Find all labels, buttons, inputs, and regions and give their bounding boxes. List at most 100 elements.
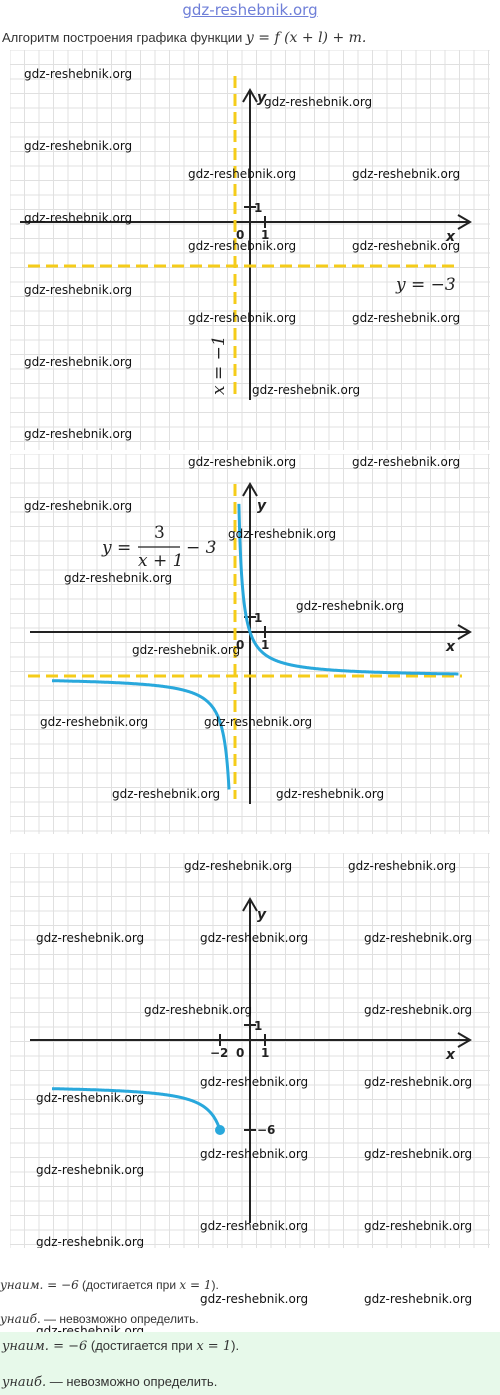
min-value: = −6	[48, 1339, 88, 1354]
function-numerator: 3	[154, 523, 165, 543]
y-axis-arrow	[242, 88, 258, 103]
watermark: gdz-reshebnik.org	[24, 67, 132, 81]
watermark: gdz-reshebnik.org	[24, 211, 132, 225]
min-x: x = 1	[196, 1339, 232, 1354]
max-rest: — невозможно определить.	[46, 1374, 218, 1389]
asymptote-v-label: x = −1	[209, 335, 229, 395]
answer-max-line: yнаиб. — невозможно определить.	[0, 1312, 199, 1326]
min-symbol: yнаим.	[2, 1339, 49, 1354]
watermark: gdz-reshebnik.org	[364, 1147, 472, 1161]
tick-y-1-label: 1	[254, 201, 262, 215]
graph-panel-hyperbola: x y 0 1 1 y = 3 x + 1 − 3 gdz-reshebnik.…	[10, 454, 490, 834]
watermarks: gdz-reshebnik.org gdz-reshebnik.org gdz-…	[24, 67, 460, 441]
watermark: gdz-reshebnik.org	[348, 859, 456, 873]
watermark: gdz-reshebnik.org	[364, 1075, 472, 1089]
answer-min-line: yнаим. = −6 (достигается при x = 1).	[2, 1338, 239, 1354]
origin-label: 0	[236, 1046, 244, 1060]
answer-max-line: yнаиб. — невозможно определить.	[2, 1374, 217, 1390]
watermark: gdz-reshebnik.org	[364, 1003, 472, 1017]
watermark: gdz-reshebnik.org	[188, 455, 296, 469]
watermark: gdz-reshebnik.org	[352, 311, 460, 325]
watermark: gdz-reshebnik.org	[264, 95, 372, 109]
x-axis-label: x	[445, 229, 456, 245]
function-label: y = 3 x + 1 − 3	[101, 523, 216, 571]
watermark: gdz-reshebnik.org	[252, 383, 360, 397]
y-axis-label: y	[257, 907, 267, 923]
x-axis-label: x	[445, 639, 456, 655]
watermark: gdz-reshebnik.org	[204, 715, 312, 729]
watermark: gdz-reshebnik.org	[296, 599, 404, 613]
watermark: gdz-reshebnik.org	[364, 931, 472, 945]
watermark: gdz-reshebnik.org	[132, 643, 240, 657]
watermark: gdz-reshebnik.org	[24, 427, 132, 441]
x-axis-arrow	[457, 624, 472, 640]
watermark: gdz-reshebnik.org	[184, 859, 292, 873]
graph-panel-restricted: x y 0 1 1 −2 −6 gdz-reshebnik.org gdz-re…	[10, 853, 490, 1248]
watermark: gdz-reshebnik.org	[144, 1003, 252, 1017]
function-suffix: − 3	[186, 538, 216, 558]
tick-x-1-label: 1	[261, 228, 269, 242]
graph-panel-asymptotes: x y 0 1 1 y = −3 x = −1 gdz-reshebnik.or…	[10, 50, 490, 450]
page-heading: Алгоритм построения графика функции y = …	[2, 30, 366, 46]
watermark: gdz-reshebnik.org	[188, 239, 296, 253]
watermark: gdz-reshebnik.org	[24, 283, 132, 297]
watermark: gdz-reshebnik.org	[352, 239, 460, 253]
origin-label: 0	[236, 228, 244, 242]
watermark: gdz-reshebnik.org	[228, 527, 336, 541]
watermark: gdz-reshebnik.org	[188, 167, 296, 181]
watermark: gdz-reshebnik.org	[200, 1075, 308, 1089]
site-title-link[interactable]: gdz-reshebnik.org	[182, 1, 318, 19]
watermark: gdz-reshebnik.org	[200, 1219, 308, 1233]
max-rest: — невозможно определить.	[40, 1312, 199, 1326]
y-axis-label: y	[257, 90, 267, 106]
x-axis-label: x	[445, 1047, 456, 1063]
y-axis-arrow	[242, 482, 258, 497]
function-prefix: y =	[101, 538, 131, 558]
watermark: gdz-reshebnik.org	[352, 167, 460, 181]
x-axis-arrow	[457, 1032, 472, 1048]
min-end: ).	[211, 1278, 219, 1292]
watermark: gdz-reshebnik.org	[24, 499, 132, 513]
watermark: gdz-reshebnik.org	[352, 455, 460, 469]
watermarks: gdz-reshebnik.org gdz-reshebnik.org gdz-…	[36, 859, 472, 1248]
hyperbola-left-branch	[52, 679, 231, 790]
min-end: ).	[231, 1338, 240, 1353]
watermark: gdz-reshebnik.org	[24, 139, 132, 153]
min-x: x = 1	[179, 1278, 212, 1292]
watermark: gdz-reshebnik.org	[364, 1292, 473, 1306]
watermark: gdz-reshebnik.org	[112, 787, 220, 801]
function-curve	[52, 1087, 222, 1131]
watermark: gdz-reshebnik.org	[36, 1163, 144, 1177]
watermark: gdz-reshebnik.org	[40, 715, 148, 729]
tick-x-minus-2-label: −2	[210, 1046, 228, 1060]
heading-text: Алгоритм построения графика функции	[2, 30, 246, 45]
watermark: gdz-reshebnik.org	[64, 571, 172, 585]
hyperbola-right-branch	[237, 503, 459, 676]
min-symbol: yнаим.	[0, 1278, 44, 1292]
tick-y-minus-6-label: −6	[257, 1123, 275, 1137]
grid	[10, 853, 490, 1248]
watermark: gdz-reshebnik.org	[200, 1147, 308, 1161]
x-axis-arrow	[457, 214, 472, 230]
watermark: gdz-reshebnik.org	[188, 311, 296, 325]
min-rest: (достигается при	[87, 1338, 197, 1353]
function-denominator: x + 1	[138, 551, 183, 571]
tick-x-1-label: 1	[261, 1046, 269, 1060]
asymptote-h-label: y = −3	[395, 275, 456, 295]
y-axis-arrow	[242, 897, 258, 912]
watermark: gdz-reshebnik.org	[200, 931, 308, 945]
answer-box: yнаим. = −6 (достигается при x = 1). yна…	[0, 1332, 500, 1395]
tick-y-1-label: 1	[254, 611, 262, 625]
endpoint-dot	[215, 1125, 225, 1135]
watermark: gdz-reshebnik.org	[36, 1235, 144, 1248]
watermarks: gdz-reshebnik.org gdz-reshebnik.org gdz-…	[24, 455, 460, 801]
y-axis-label: y	[257, 498, 267, 514]
watermark: gdz-reshebnik.org	[200, 1292, 309, 1306]
watermark: gdz-reshebnik.org	[364, 1219, 472, 1233]
min-rest: (достигается при	[78, 1278, 180, 1292]
watermark: gdz-reshebnik.org	[36, 931, 144, 945]
answer-min-line: yнаим. = −6 (достигается при x = 1).	[0, 1278, 219, 1292]
max-symbol: yнаиб.	[2, 1375, 47, 1390]
watermark: gdz-reshebnik.org	[36, 1091, 144, 1105]
watermark: gdz-reshebnik.org	[24, 355, 132, 369]
